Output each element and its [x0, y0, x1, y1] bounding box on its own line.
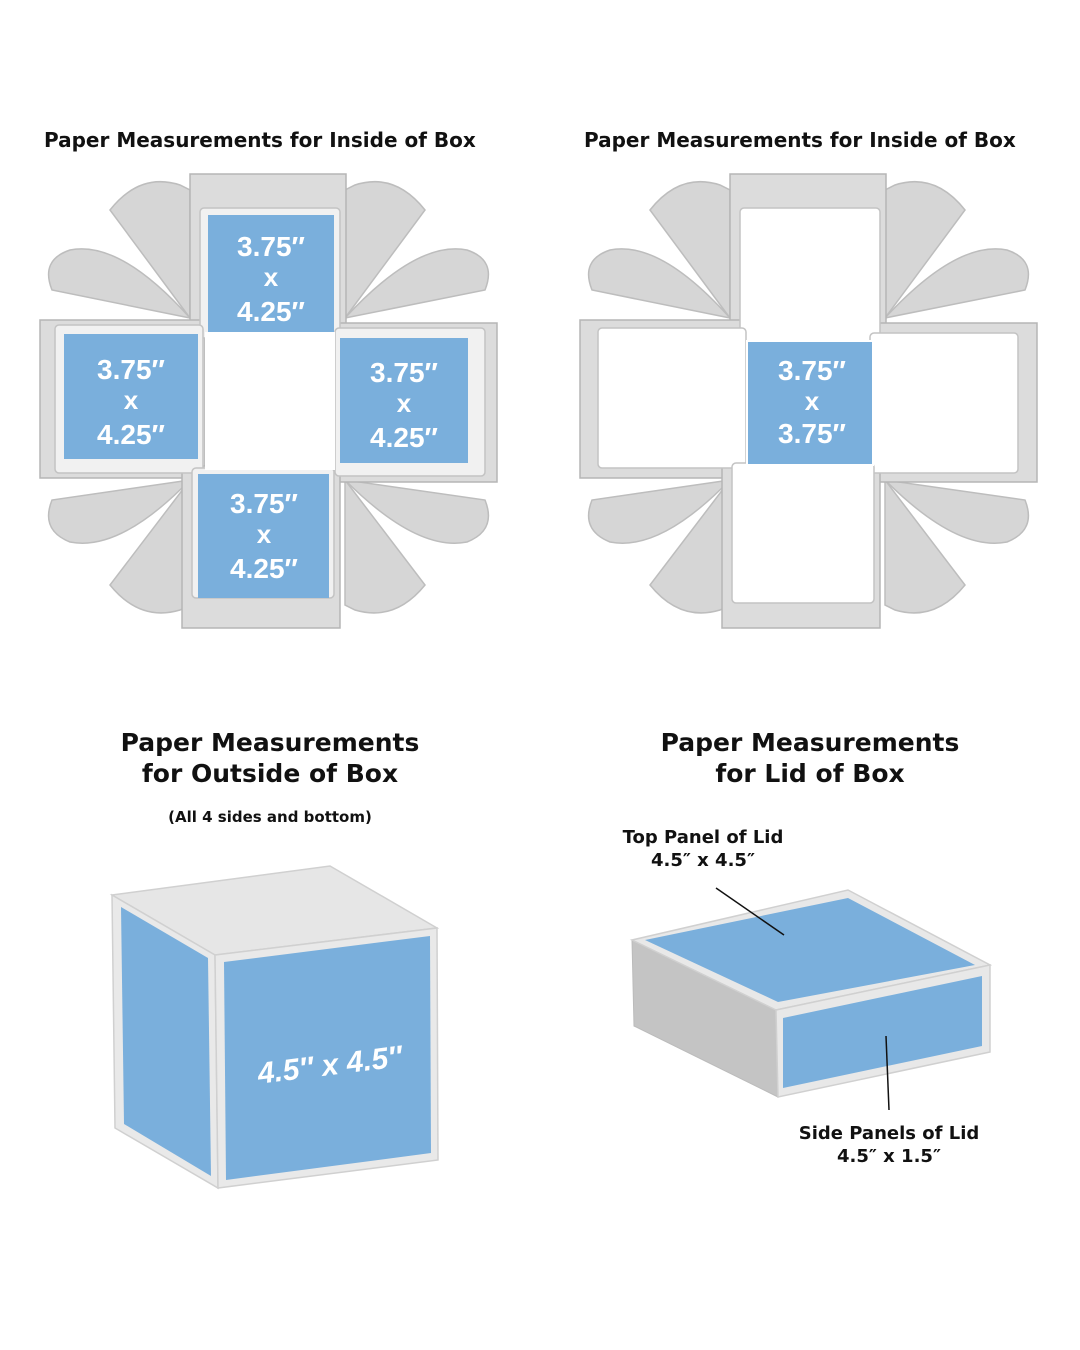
top-panel-label: Top Panel of Lid 4.5″ x 4.5″	[588, 827, 818, 872]
paper-top	[208, 215, 334, 332]
petal-bottom-left-a	[47, 478, 193, 544]
inside-box-title-left: Paper Measurements for Inside of Box	[44, 128, 476, 152]
r-inner-right	[869, 332, 1019, 474]
top-panel-label-name: Top Panel of Lid	[622, 827, 784, 848]
r-petal-top-left-b	[587, 248, 733, 320]
r-petal-top-right-a	[884, 181, 966, 321]
petal-top-left-a	[109, 181, 191, 321]
paper-center	[748, 342, 872, 464]
center-square	[205, 332, 335, 470]
top-panel-pointer	[715, 887, 785, 936]
label-top-x: x	[264, 262, 279, 292]
cube-left-face	[121, 907, 211, 1176]
label-top-height: 4.25″	[237, 296, 305, 327]
petal-bottom-right-b	[344, 477, 426, 614]
petal-top-right-b	[342, 248, 490, 320]
inside-box-diagram-left	[39, 173, 498, 629]
r-inner-bottom	[731, 462, 875, 604]
lid-top-panel	[645, 898, 975, 1002]
label-bottom-width: 3.75″	[230, 488, 298, 519]
inside-box-title-right: Paper Measurements for Inside of Box	[584, 128, 1016, 152]
label-left-width: 3.75″	[97, 354, 165, 385]
outside-box-note: (All 4 sides and bottom)	[168, 808, 372, 826]
side-panels-label-name: Side Panels of Lid	[798, 1123, 980, 1144]
r-petal-bottom-right-a	[882, 478, 1030, 544]
r-petal-top-right-b	[882, 248, 1030, 320]
petal-flaps-right	[587, 181, 1030, 614]
outside-title-line-1: Paper Measurements	[120, 728, 420, 757]
side-panels-label-size: 4.5″ x 1.5″	[836, 1145, 941, 1167]
r-inner-left	[597, 327, 747, 469]
lid-side-panel	[783, 976, 982, 1088]
petal-top-right-a	[344, 181, 426, 321]
side-panels-label: Side Panels of Lid 4.5″ x 1.5″	[774, 1123, 1004, 1168]
blue-papers-left	[64, 215, 468, 598]
lid-diagram	[629, 887, 993, 1111]
r-petal-bottom-left-a	[587, 478, 733, 544]
petal-flaps	[47, 181, 490, 614]
cross-inner-right	[597, 207, 1019, 604]
label-bottom-x: x	[257, 519, 272, 549]
label-right-width: 3.75″	[370, 357, 438, 388]
label-left-height: 4.25″	[97, 419, 165, 450]
label-center-x: x	[805, 386, 820, 416]
inside-box-diagram-right	[579, 173, 1038, 629]
petal-bottom-left-b	[109, 477, 191, 614]
r-petal-top-left-a	[649, 181, 731, 321]
label-right-x: x	[397, 388, 412, 418]
paper-right	[340, 338, 468, 463]
label-left-x: x	[124, 385, 139, 415]
label-top-width: 3.75″	[237, 231, 305, 262]
r-petal-bottom-right-b	[884, 477, 966, 614]
r-inner-top	[739, 207, 881, 344]
cube-front-face	[224, 936, 431, 1180]
lid-title-line-1: Paper Measurements	[660, 728, 960, 757]
outside-box-title: Paper Measurements for Outside of Box	[120, 727, 420, 790]
paper-left	[64, 334, 198, 459]
outside-title-line-2: for Outside of Box	[141, 759, 399, 789]
label-center-width: 3.75″	[778, 355, 846, 386]
paper-bottom	[198, 474, 329, 598]
label-right-height: 4.25″	[370, 422, 438, 453]
outside-box-cube	[109, 865, 440, 1190]
petal-bottom-right-a	[342, 478, 490, 544]
r-petal-bottom-left-b	[649, 477, 731, 614]
label-bottom-height: 4.25″	[230, 553, 298, 584]
lid-box-title: Paper Measurements for Lid of Box	[660, 727, 960, 790]
top-panel-label-size: 4.5″ x 4.5″	[650, 849, 755, 871]
lid-title-line-2: for Lid of Box	[715, 759, 905, 789]
petal-top-left-b	[47, 248, 193, 320]
label-center-height: 3.75″	[778, 418, 846, 449]
side-panel-pointer	[885, 1035, 890, 1111]
